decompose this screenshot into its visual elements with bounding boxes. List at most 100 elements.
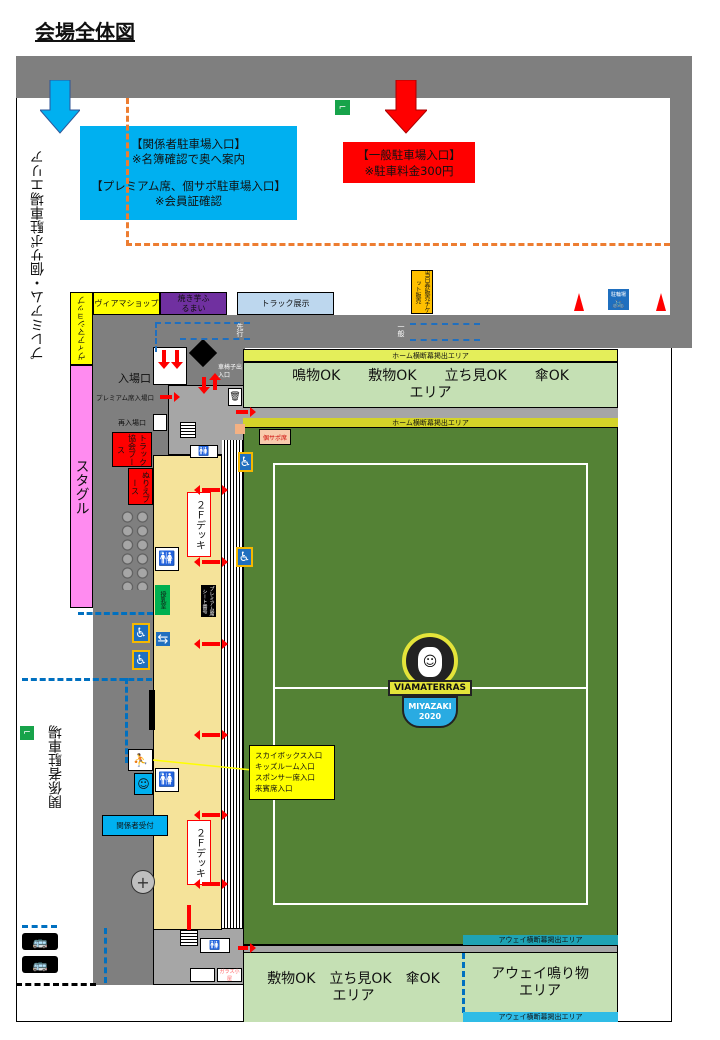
staff-lane — [78, 612, 153, 615]
entrance-label: 入場口 — [118, 372, 151, 385]
callout-item: キッズルーム入口 — [255, 762, 315, 771]
general-parking-info: 【一般駐車場入口】 ※駐車料金300円 — [343, 142, 475, 183]
wheelchair-icon: ♿ — [236, 547, 253, 567]
cone-icon — [574, 293, 584, 311]
away-noise-area: エリア — [519, 982, 561, 999]
parking-boundary — [126, 98, 129, 246]
club-logo: ☺ VIAMATERRAS MIYAZAKI 2020 — [388, 625, 472, 735]
pitch-lines — [273, 463, 588, 905]
premium-parking-area-label: プレミアム・個サポ駐車場エリア — [30, 150, 46, 360]
access-arrow-icon — [194, 557, 228, 567]
smoking-area-icon: ⌐ — [20, 726, 34, 740]
away-banner-area-bottom: アウェイ横断幕掲出エリア — [463, 1012, 618, 1022]
bike-parking-icon: 駐輪場🚲 — [608, 289, 629, 310]
stand-entry-arrow-icon — [238, 943, 256, 953]
callout-item: 来賓席入口 — [255, 784, 293, 793]
away-walkway — [243, 945, 618, 953]
home-walkway — [243, 408, 618, 418]
access-arrow-icon — [194, 485, 228, 495]
stand-stripes — [222, 440, 243, 928]
reentry-gate — [153, 414, 167, 431]
exit-arrow-icon — [209, 373, 221, 390]
callout-line — [152, 759, 253, 771]
imo-booth: 焼き芋ふるまい — [160, 292, 227, 315]
logo-year: 2020 — [418, 712, 442, 721]
stairs-up-icon: ⛹ — [128, 749, 153, 771]
green-sign: 授乳室 — [155, 585, 170, 615]
access-arrow-icon — [194, 879, 228, 889]
home-stand: 鳴物OK 敷物OK 立ち見OK 傘OK エリア — [243, 362, 618, 408]
staff-lane — [125, 678, 128, 763]
black-bar — [149, 690, 155, 730]
logo-city: MIYAZAKI — [408, 702, 452, 711]
restroom-icon: 🚻 — [155, 547, 179, 571]
reentry-label: 再入場口 — [118, 419, 146, 427]
callout-item: スカイボックス入口 — [255, 751, 323, 760]
truck-association-booth: トラック協会ブース — [112, 432, 152, 467]
via-shop-booth: ヴィアマショップ — [93, 292, 160, 315]
general-entry-arrow-icon — [385, 80, 427, 134]
premium-entrance-label: プレミアム席入場口 — [96, 394, 155, 402]
smoking-area-icon: ⌐ — [335, 100, 350, 115]
home-banner-area-top: ホーム横断幕掲出エリア — [243, 349, 618, 362]
right-road — [670, 56, 692, 348]
home-stand-rules: 鳴物OK 敷物OK 立ち見OK 傘OK — [292, 368, 569, 384]
parking-boundary — [126, 243, 466, 246]
outer-border-right — [671, 348, 672, 1022]
parking-boundary — [473, 243, 670, 246]
bottom-sign: ガラス小屋 — [217, 968, 242, 982]
baby-care-icon: ⇆ — [156, 631, 170, 647]
logo-shield: MIYAZAKI 2020 — [402, 696, 458, 728]
away-general-stand: 敷物OK 立ち見OK 傘OK エリア — [243, 953, 463, 1022]
black-sign: プレミアム席シート番号 — [201, 585, 216, 617]
wheelchair-exit-label: 車椅子出入口 — [218, 364, 243, 379]
restroom-icon: 🚻 — [155, 768, 179, 792]
reception-smile-icon: ☺ — [134, 773, 153, 795]
restroom-icon: 🚻 — [190, 445, 218, 458]
ticket-booth: 当日券販売チケット販売 — [411, 270, 433, 314]
access-arrow-icon — [194, 810, 228, 820]
premium-entry-arrow-icon — [160, 392, 180, 402]
top-road — [16, 56, 692, 98]
seating-circles — [120, 510, 150, 590]
staff-lane — [104, 928, 107, 983]
senko-lane — [155, 322, 250, 352]
info-line: ※駐車料金300円 — [364, 163, 454, 178]
white-box — [190, 968, 215, 982]
access-arrow-icon — [194, 639, 228, 649]
senko-label: 先行 — [236, 323, 244, 337]
stairs — [180, 422, 196, 438]
logo-name: VIAMATERRAS — [388, 680, 472, 696]
via-shop-side-booth: ヴィアマショップ — [70, 292, 93, 365]
page-title: 会場全体図 — [35, 20, 135, 44]
cone-icon — [656, 293, 666, 311]
away-noise-stand: アウェイ鳴り物 エリア — [463, 953, 618, 1012]
exit-arrow-icon — [183, 905, 195, 937]
deck-label: ２Ｆデッキ — [187, 492, 211, 557]
trash-icon: 🗑 — [228, 388, 242, 406]
nurie-booth: ぬりえブース — [128, 468, 153, 505]
staff-reception-label: 関係者受付 — [102, 815, 168, 836]
staff-lane — [22, 678, 152, 681]
access-arrow-icon — [194, 730, 228, 740]
away-divider — [462, 953, 465, 1013]
bus-icon: 🚌 — [22, 956, 58, 973]
away-general-area: エリア — [332, 987, 375, 1004]
info-line: 【プレミアム席、個サポ駐車場入口】 — [91, 179, 286, 193]
ippan-label: 一般 — [397, 323, 405, 337]
ippan-lane — [410, 339, 480, 341]
entry-arrow-icon — [158, 350, 170, 369]
callout-item: スポンサー席入口 — [255, 773, 315, 782]
wheelchair-icon: ♿ — [132, 623, 150, 643]
stand-entry-arrow-icon — [236, 407, 256, 417]
pink-sign: 個サポ席 — [259, 429, 291, 445]
senko-lane — [180, 338, 250, 340]
logo-face: ☺ — [418, 647, 442, 677]
home-stand-area: エリア — [409, 385, 452, 401]
bus-icon: 🚌 — [22, 933, 58, 950]
away-general-rules: 敷物OK 立ち見OK 傘OK — [267, 970, 440, 987]
away-banner-area-top: アウェイ横断幕掲出エリア — [463, 935, 618, 945]
staff-lane — [22, 925, 57, 928]
deck-label: ２Ｆデッキ — [187, 820, 211, 885]
entry-arrow-icon — [171, 350, 183, 369]
